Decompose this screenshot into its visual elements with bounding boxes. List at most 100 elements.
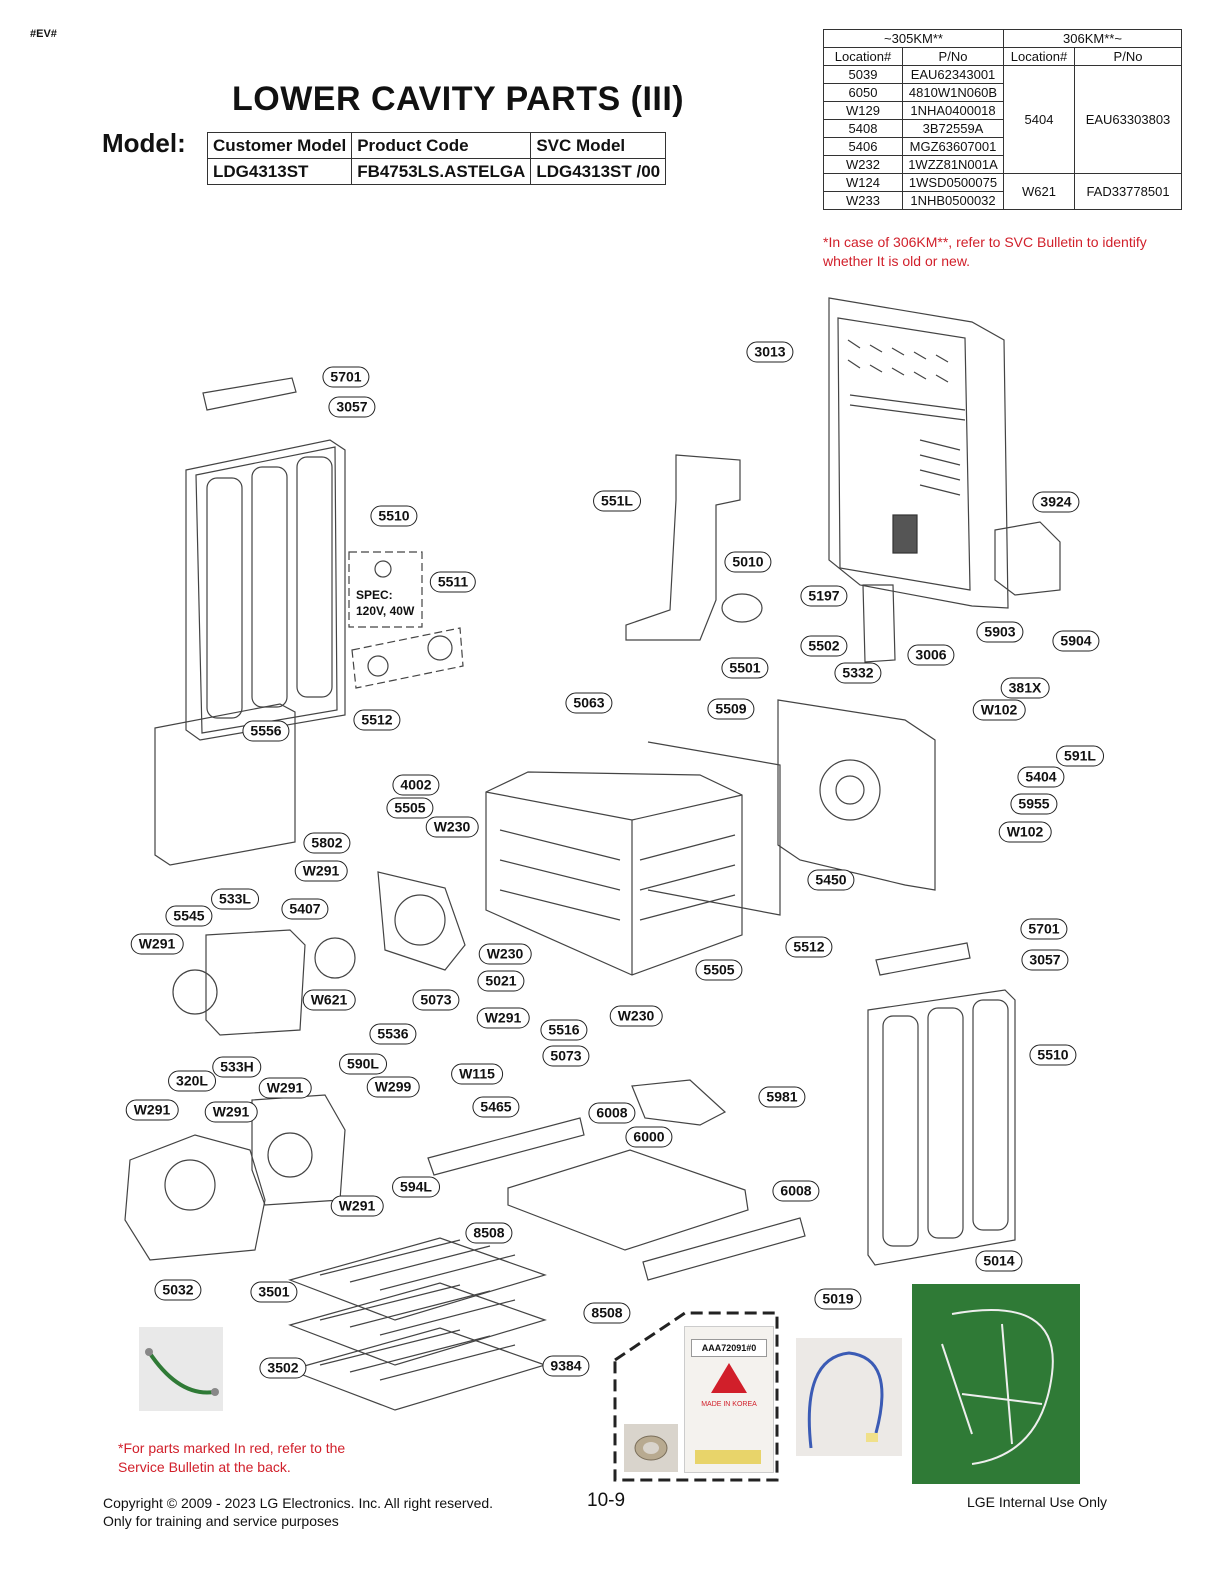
location-table: ~305KM** 306KM**~ Location# P/No Locatio… [823,29,1182,210]
callout-w291: W291 [130,933,184,955]
callout-w291: W291 [258,1077,312,1099]
harness-wire-photo [796,1338,902,1456]
ground-wire-photo [139,1327,223,1411]
page-number: 10-9 [587,1490,626,1511]
table-cell: W232 [823,155,903,174]
table-cell: 5406 [823,137,903,156]
callout-5981: 5981 [758,1086,806,1108]
callout-w102: W102 [972,699,1026,721]
callout-5701: 5701 [322,366,370,388]
callout-5536: 5536 [369,1023,417,1045]
callout-5516: 5516 [540,1019,588,1041]
table-cell: 1WZZ81N001A [902,155,1004,174]
bottom-plate-drawing [507,1149,749,1251]
note-306km: *In case of 306KM**, refer to SVC Bullet… [823,234,1147,269]
col-pno: P/No [1074,47,1182,66]
bushing-icon [634,1435,668,1461]
lamp-spec-box [348,551,423,628]
callout-w230: W230 [425,816,479,838]
callout-5332: 5332 [834,662,882,684]
kit-bag-photo: AAA72091#0 MADE IN KOREA [684,1326,774,1473]
wire-harness-icon [941,1309,1054,1465]
callout-5407: 5407 [281,898,329,920]
header-product-code: Product Code [351,132,532,159]
small-cover-drawing [862,584,896,663]
kit-made-text: MADE IN KOREA [701,1401,757,1408]
callout-w621: W621 [302,989,356,1011]
spec-label: SPEC: [356,588,393,602]
left-side-panel-drawing [185,439,346,741]
callout-9384: 9384 [542,1355,590,1377]
callout-5505: 5505 [386,797,434,819]
callout-5021: 5021 [477,970,525,992]
callout-8508: 8508 [465,1222,513,1244]
table-cell: EAU63303803 [1074,65,1182,174]
callout-6000: 6000 [625,1126,673,1148]
lamp-spec: SPEC: 120V, 40W [356,587,414,619]
callout-5701: 5701 [1020,918,1068,940]
callout-6008: 6008 [588,1102,636,1124]
callout-3502: 3502 [259,1357,307,1379]
callout-594l: 594L [392,1176,440,1198]
wire-coil-drawing [721,593,763,623]
callout-5903: 5903 [976,621,1024,643]
rear-panel-drawing [828,297,1009,609]
callout-5063: 5063 [565,692,613,714]
callout-3057: 3057 [328,396,376,418]
callout-5014: 5014 [975,1250,1023,1272]
callout-3924: 3924 [1032,491,1080,513]
header-svc-model: SVC Model [530,132,667,159]
callout-533h: 533H [212,1056,262,1078]
kit-outline [613,1311,779,1482]
duct-drawing [625,454,741,641]
kit-label: AAA72091#0 [691,1339,767,1357]
table-cell: W621 [1003,173,1075,210]
insulation-panel-drawing [647,741,781,916]
header-customer-model: Customer Model [206,132,353,159]
callout-5512: 5512 [353,709,401,731]
callout-5509: 5509 [707,698,755,720]
bushing-photo [624,1424,678,1472]
callout-5556: 5556 [242,720,290,742]
fan-assembly-drawing [172,871,466,1036]
gasket-drawing [154,703,296,866]
main-harness-photo [912,1284,1080,1484]
slide-rail-drawing [427,1117,585,1176]
callout-w299: W299 [366,1076,420,1098]
callout-3501: 3501 [250,1281,298,1303]
service-bulletin-note: *For parts marked In red, refer to the S… [118,1440,346,1475]
callout-5501: 5501 [721,657,769,679]
callout-8508: 8508 [583,1302,631,1324]
callout-5073: 5073 [412,989,460,1011]
callout-5032: 5032 [154,1279,202,1301]
right-side-panel-drawing [867,989,1016,1266]
callout-w291: W291 [125,1099,179,1121]
oven-rack-drawing [288,1237,547,1411]
callout-5450: 5450 [807,869,855,891]
lamp-cover-drawing [427,635,453,661]
callout-5545: 5545 [165,905,213,927]
convection-back-drawing [777,699,936,891]
model-label: Model: [102,128,186,158]
warning-triangle-icon [711,1363,747,1393]
page-title: LOWER CAVITY PARTS (III) [232,80,685,118]
callout-5197: 5197 [800,585,848,607]
bulb-drawing [374,560,392,578]
callout-5512: 5512 [785,936,833,958]
callout-5955: 5955 [1010,793,1058,815]
callout-w291: W291 [476,1007,530,1029]
callout-6008: 6008 [772,1180,820,1202]
callout-3013: 3013 [746,341,794,363]
model-table: Customer Model Product Code SVC Model LD… [206,132,667,185]
callout-5404: 5404 [1017,766,1065,788]
blue-wire-icon [807,1351,884,1449]
spec-value: 120V, 40W [356,604,415,618]
lamp-socket-drawing [367,655,389,677]
callout-5904: 5904 [1052,630,1100,652]
callout-381x: 381X [1000,677,1050,699]
callout-5073: 5073 [542,1045,590,1067]
table-cell: 5404 [1003,65,1075,174]
callout-w115: W115 [451,1063,503,1085]
internal-use-label: LGE Internal Use Only [967,1494,1108,1510]
svc-model-value: LDG4313ST /00 [530,158,667,185]
